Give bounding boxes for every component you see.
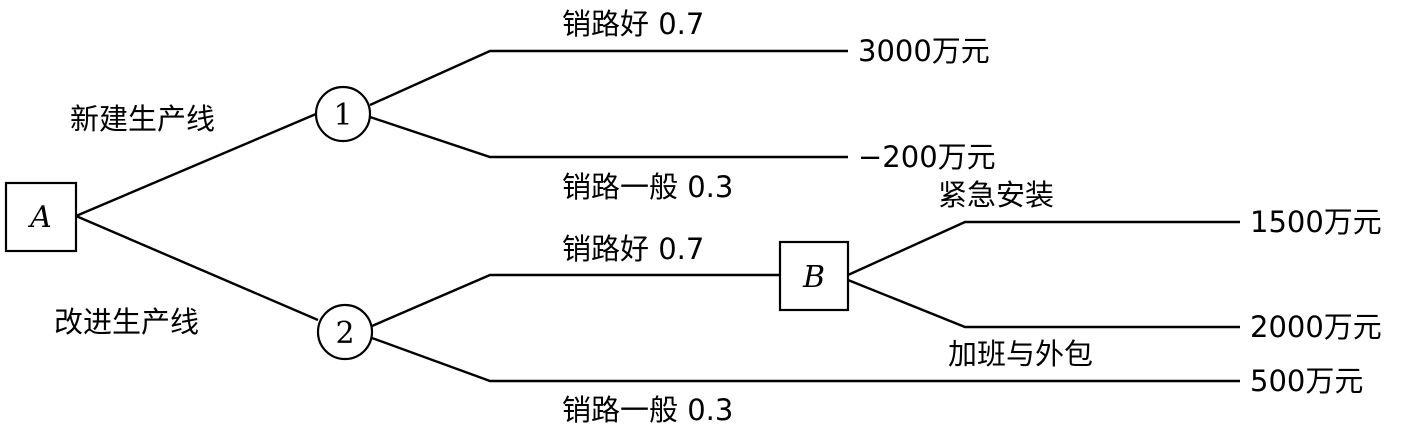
- outcome-node1-good: 3000万元: [858, 34, 990, 68]
- branch-label-improve-line: 改进生产线: [54, 305, 199, 339]
- edge-a-to-node1: [75, 112, 317, 218]
- chance-node-2-label: 2: [335, 316, 354, 351]
- edge-b-urgent: [847, 220, 1240, 277]
- decision-node-b: [778, 240, 850, 312]
- decision-node-a: [4, 181, 78, 253]
- chance-node-1-label: 1: [333, 98, 352, 133]
- chance-node-1: [314, 85, 372, 143]
- decision-node-b-label: B: [802, 260, 825, 295]
- branch-label-b-urgent: 紧急安装: [938, 178, 1054, 212]
- branch-label-node1-average: 销路一般 0.3: [562, 170, 733, 204]
- edge-node1-average: [369, 115, 848, 159]
- branch-label-node1-good: 销路好 0.7: [562, 7, 704, 41]
- outcome-b-overtime: 2000万元: [1250, 310, 1382, 344]
- outcome-node2-average: 500万元: [1250, 364, 1363, 398]
- outcome-b-urgent: 1500万元: [1250, 205, 1382, 239]
- branch-label-node2-average: 销路一般 0.3: [562, 393, 733, 427]
- edge-a-to-node2: [75, 214, 319, 322]
- branch-label-new-line: 新建生产线: [70, 102, 215, 136]
- edge-b-overtime: [847, 278, 1240, 329]
- edge-node1-good: [369, 49, 848, 107]
- branch-label-b-overtime: 加班与外包: [948, 337, 1093, 371]
- decision-node-a-label: A: [27, 200, 52, 235]
- edge-node2-average: [371, 336, 1240, 383]
- edge-node2-good: [371, 273, 780, 328]
- outcome-node1-average: −200万元: [858, 140, 996, 174]
- chance-node-2: [316, 303, 374, 361]
- branch-label-node2-good: 销路好 0.7: [562, 232, 704, 266]
